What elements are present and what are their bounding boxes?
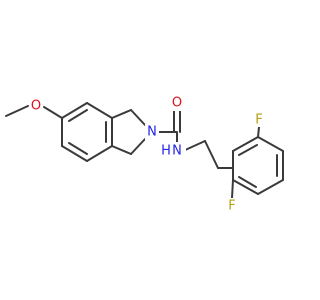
atom-label-n-ring: N bbox=[147, 125, 157, 140]
bond-ring-b-5 bbox=[257, 179, 284, 195]
bond-ring-b-6 bbox=[232, 179, 259, 195]
bond-c-f-bottom bbox=[231, 179, 234, 199]
atom-label-o-methoxy: O bbox=[31, 99, 41, 114]
bond-ring-a-5-inner bbox=[68, 142, 88, 155]
bond-ch2-bottom-b bbox=[130, 138, 146, 155]
bond-nh-ch2 bbox=[182, 140, 206, 152]
atom-nh: H N bbox=[160, 142, 186, 159]
bond-ch2-ch2 bbox=[204, 140, 219, 169]
bond-methyl-o bbox=[5, 105, 29, 117]
atom-label-nh: N bbox=[172, 144, 182, 159]
bond-ring-b-2 bbox=[232, 136, 259, 152]
atom-f-top: F bbox=[254, 112, 265, 128]
bond-ch2-top-b bbox=[130, 109, 146, 126]
atom-o-methoxy: O bbox=[29, 98, 43, 114]
molecule-drawing: O N O H N F F bbox=[5, 95, 284, 214]
atom-label-h-amide: H bbox=[161, 144, 171, 159]
atom-o-carbonyl: O bbox=[170, 95, 184, 111]
bond-ch2-bottom-a bbox=[111, 145, 132, 155]
bond-ring-b-2-inner bbox=[238, 144, 258, 156]
bond-c-f-top bbox=[257, 126, 260, 138]
bond-ring-a-1-inner bbox=[68, 109, 88, 122]
bond-ring-a-4 bbox=[86, 145, 113, 162]
atom-f-bottom: F bbox=[227, 198, 238, 214]
bond-ring-a-2 bbox=[86, 102, 113, 119]
bond-ring-b-3 bbox=[257, 136, 284, 152]
atom-label-f-bottom: F bbox=[228, 199, 235, 214]
atom-label-f-top: F bbox=[255, 113, 262, 128]
bond-ring-b-6-inner bbox=[238, 176, 257, 188]
bond-ch2-top-a bbox=[111, 109, 132, 119]
structure-canvas: O N O H N F F bbox=[5, 95, 284, 214]
bond-o-aromatic bbox=[43, 106, 63, 119]
atom-label-o-carbonyl: O bbox=[172, 96, 182, 111]
atom-n-ring: N bbox=[145, 124, 159, 140]
bond-ring-a-1 bbox=[61, 102, 88, 119]
bond-ring-a-5 bbox=[61, 145, 88, 162]
